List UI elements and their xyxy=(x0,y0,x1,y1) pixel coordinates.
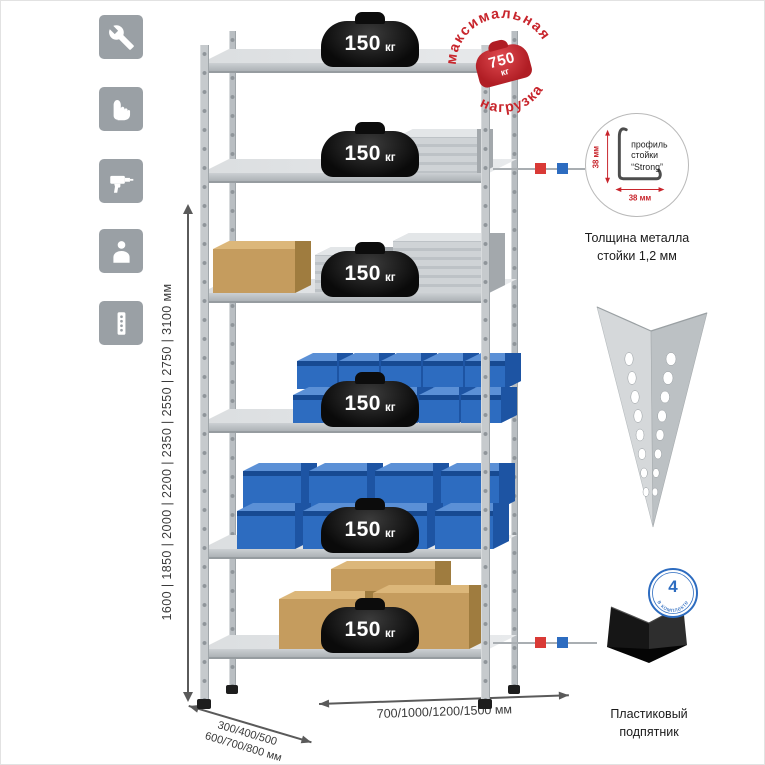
rack-post xyxy=(229,31,236,685)
rack-foot xyxy=(197,699,211,709)
shelf-front xyxy=(201,173,489,183)
included-count-badge: 4 в комплекте xyxy=(648,568,698,618)
svg-text:стойки: стойки xyxy=(631,150,658,160)
perforated-post-graphic xyxy=(596,306,708,528)
person-icon xyxy=(112,240,130,263)
height-dimension-arrow-up xyxy=(183,204,193,214)
rack-foot xyxy=(508,685,520,694)
feature-tile-rack xyxy=(99,301,143,345)
svg-text:38 мм: 38 мм xyxy=(592,146,601,169)
height-dimension-arrow-down xyxy=(183,692,193,702)
shelf-front xyxy=(201,63,489,73)
storage-bin xyxy=(237,503,311,549)
rack-post xyxy=(481,45,490,701)
shelf-front xyxy=(201,423,489,433)
feature-tile-person xyxy=(99,229,143,273)
callout-marker-blue xyxy=(557,637,568,648)
feature-tile-gloves xyxy=(99,87,143,131)
feature-tile-drill xyxy=(99,159,143,203)
svg-text:профиль: профиль xyxy=(631,139,668,149)
post-profile-drawing: 38 мм 38 мм профиль стойки “Strong” xyxy=(592,127,668,202)
rack-foot xyxy=(478,699,492,709)
callout-marker-red xyxy=(535,637,546,648)
shelf-front xyxy=(201,549,489,559)
svg-text:“Strong”: “Strong” xyxy=(631,162,663,172)
svg-text:38 мм: 38 мм xyxy=(629,193,652,202)
shelf-front xyxy=(201,649,489,659)
rack-foot xyxy=(226,685,238,694)
foot-caption: Пластиковый подпятник xyxy=(610,707,688,740)
wrench-icon xyxy=(108,24,134,50)
post-profile-detail: 38 мм 38 мм профиль стойки “Strong” xyxy=(585,113,689,217)
drill-icon xyxy=(109,175,133,193)
storage-bin xyxy=(375,463,449,509)
cardboard-box xyxy=(213,241,311,293)
feature-tile-tools xyxy=(99,15,143,59)
profile-caption: Толщина металла стойки 1,2 мм xyxy=(584,231,690,264)
storage-bin xyxy=(435,503,509,549)
svg-text:4: 4 xyxy=(668,577,678,596)
storage-bin xyxy=(441,463,515,509)
callout-marker-red xyxy=(535,163,546,174)
storage-bin xyxy=(465,353,521,389)
height-dimension-line xyxy=(187,211,189,695)
rack-post-icon xyxy=(117,311,125,335)
work-gloves-icon xyxy=(113,99,130,120)
callout-marker-blue xyxy=(557,163,568,174)
storage-bin xyxy=(243,463,317,509)
rack-post xyxy=(200,45,209,701)
shelf-front xyxy=(201,293,489,303)
